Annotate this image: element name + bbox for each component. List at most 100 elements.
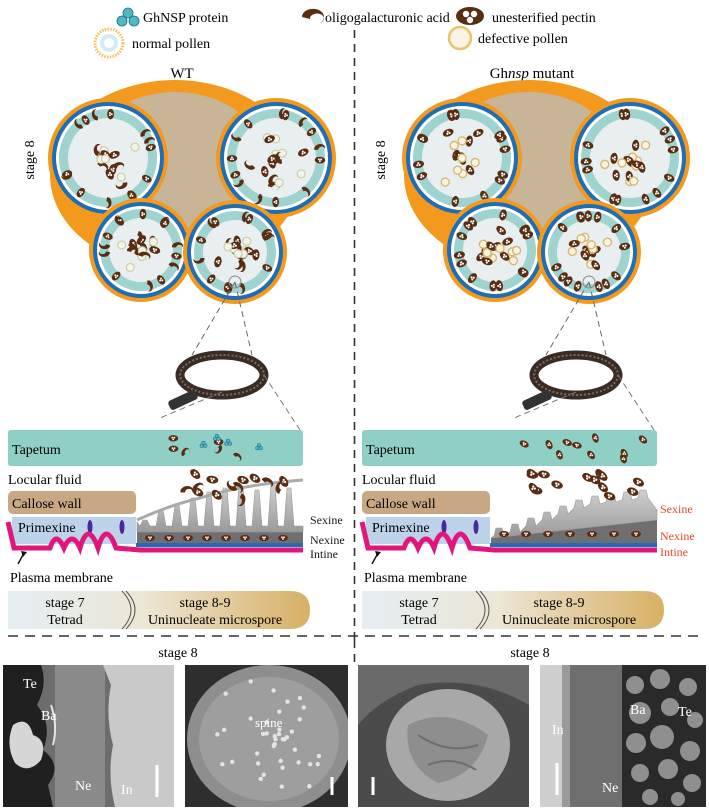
primexine-label: Primexine [18, 521, 76, 536]
pectin-mark [149, 246, 161, 254]
locule [48, 98, 168, 218]
pectin-mark [497, 170, 509, 179]
locule [443, 198, 547, 302]
sem1-te-label: Te [23, 677, 37, 692]
defective-pollen-mark [586, 240, 596, 250]
oga-mark [275, 152, 283, 164]
protein-mark [224, 438, 232, 446]
pollen-mark [223, 242, 233, 252]
locule [89, 198, 193, 302]
oga-mark [214, 444, 223, 454]
spine-mark [254, 751, 260, 756]
pectin-mark [214, 256, 222, 268]
spine-mark [264, 720, 270, 725]
pectin-mark [141, 174, 152, 183]
pectin-mark [245, 213, 254, 225]
defective-pollen-mark [457, 153, 467, 163]
pectin-mark [456, 232, 468, 240]
timeline-early-stage: stage 7 [399, 596, 438, 611]
pectin-mark [473, 128, 484, 138]
spine-mark [289, 729, 295, 734]
spine-mark [223, 691, 228, 696]
pectin-mark [603, 491, 616, 501]
spine-mark [297, 717, 302, 722]
anther [402, 80, 690, 356]
pectin-mark [480, 190, 489, 202]
pectin-mark [555, 450, 563, 460]
pectin-mark [76, 187, 85, 198]
pectin-mark [611, 271, 621, 281]
pectin-mark [105, 169, 114, 180]
pectin-mark [519, 440, 529, 448]
oga-mark [253, 193, 263, 205]
spine-mark [292, 747, 298, 752]
pectin-mark [494, 176, 505, 185]
oga-mark [97, 161, 109, 172]
oga-mark [99, 241, 111, 250]
pectin-mark [565, 530, 575, 538]
pectin-mark [442, 128, 454, 137]
oga-mark [231, 132, 242, 142]
locule [570, 98, 690, 218]
spine-mark [276, 731, 282, 737]
pectin-mark [259, 534, 269, 542]
pectin-mark [211, 489, 222, 500]
spine-mark [260, 731, 266, 737]
legend-defective-label: defective pollen [478, 32, 568, 47]
pectin-mark [622, 108, 631, 120]
pollen-mark [148, 237, 159, 247]
oga-mark [233, 179, 244, 188]
pectin-mark [499, 530, 509, 538]
locular-fluid-label: Locular fluid [362, 473, 435, 488]
pectin-mark [237, 475, 249, 485]
tapetum-label: Tapetum [12, 443, 61, 458]
pectin-mark [601, 278, 611, 290]
pectin-mark [499, 251, 510, 261]
spine-mark [296, 760, 301, 765]
primexine-label: Primexine [372, 521, 430, 536]
pectin-mark [221, 534, 231, 542]
spine-mark [271, 688, 276, 693]
pectin-mark [580, 250, 590, 261]
pectin-mark [127, 190, 136, 201]
pectin-mark [168, 435, 179, 442]
pectin-mark [619, 242, 631, 251]
pectin-mark [518, 267, 529, 277]
pectin-mark [282, 109, 290, 121]
pectin-mark [314, 156, 326, 164]
defective-pollen-mark [576, 233, 586, 244]
defective-pollen-mark [511, 245, 522, 256]
layer-label-intine: Intine [310, 547, 338, 561]
locule [402, 98, 522, 218]
pectin-mark [499, 145, 511, 153]
pectin-mark [613, 194, 622, 206]
locule [216, 98, 336, 218]
oga-mark [207, 218, 217, 229]
oga-mark [241, 211, 251, 223]
timeline-late-name: Uninucleate microspore [502, 613, 636, 628]
oga-mark [180, 486, 193, 494]
pectin-mark [489, 280, 497, 292]
oga-mark [172, 242, 184, 250]
sem4-ne-label: Ne [602, 781, 619, 796]
oligogalacturonic-acid-icon [301, 8, 324, 23]
pectin-mark [631, 530, 641, 538]
callose-label: Callose wall [12, 497, 82, 512]
oga-mark [237, 260, 246, 272]
pectin-mark [297, 148, 309, 157]
oga-mark [138, 251, 151, 261]
pectin-mark [139, 208, 147, 220]
magnifier-icon [159, 350, 301, 431]
oga-mark [268, 174, 279, 185]
pectin-mark [157, 275, 166, 285]
pectin-mark [262, 264, 273, 272]
pollen-mark [296, 169, 306, 179]
legend: GhNSP protein oligogalacturonic acid une… [93, 7, 596, 59]
pectin-mark [61, 170, 73, 178]
oga-mark [314, 144, 326, 152]
